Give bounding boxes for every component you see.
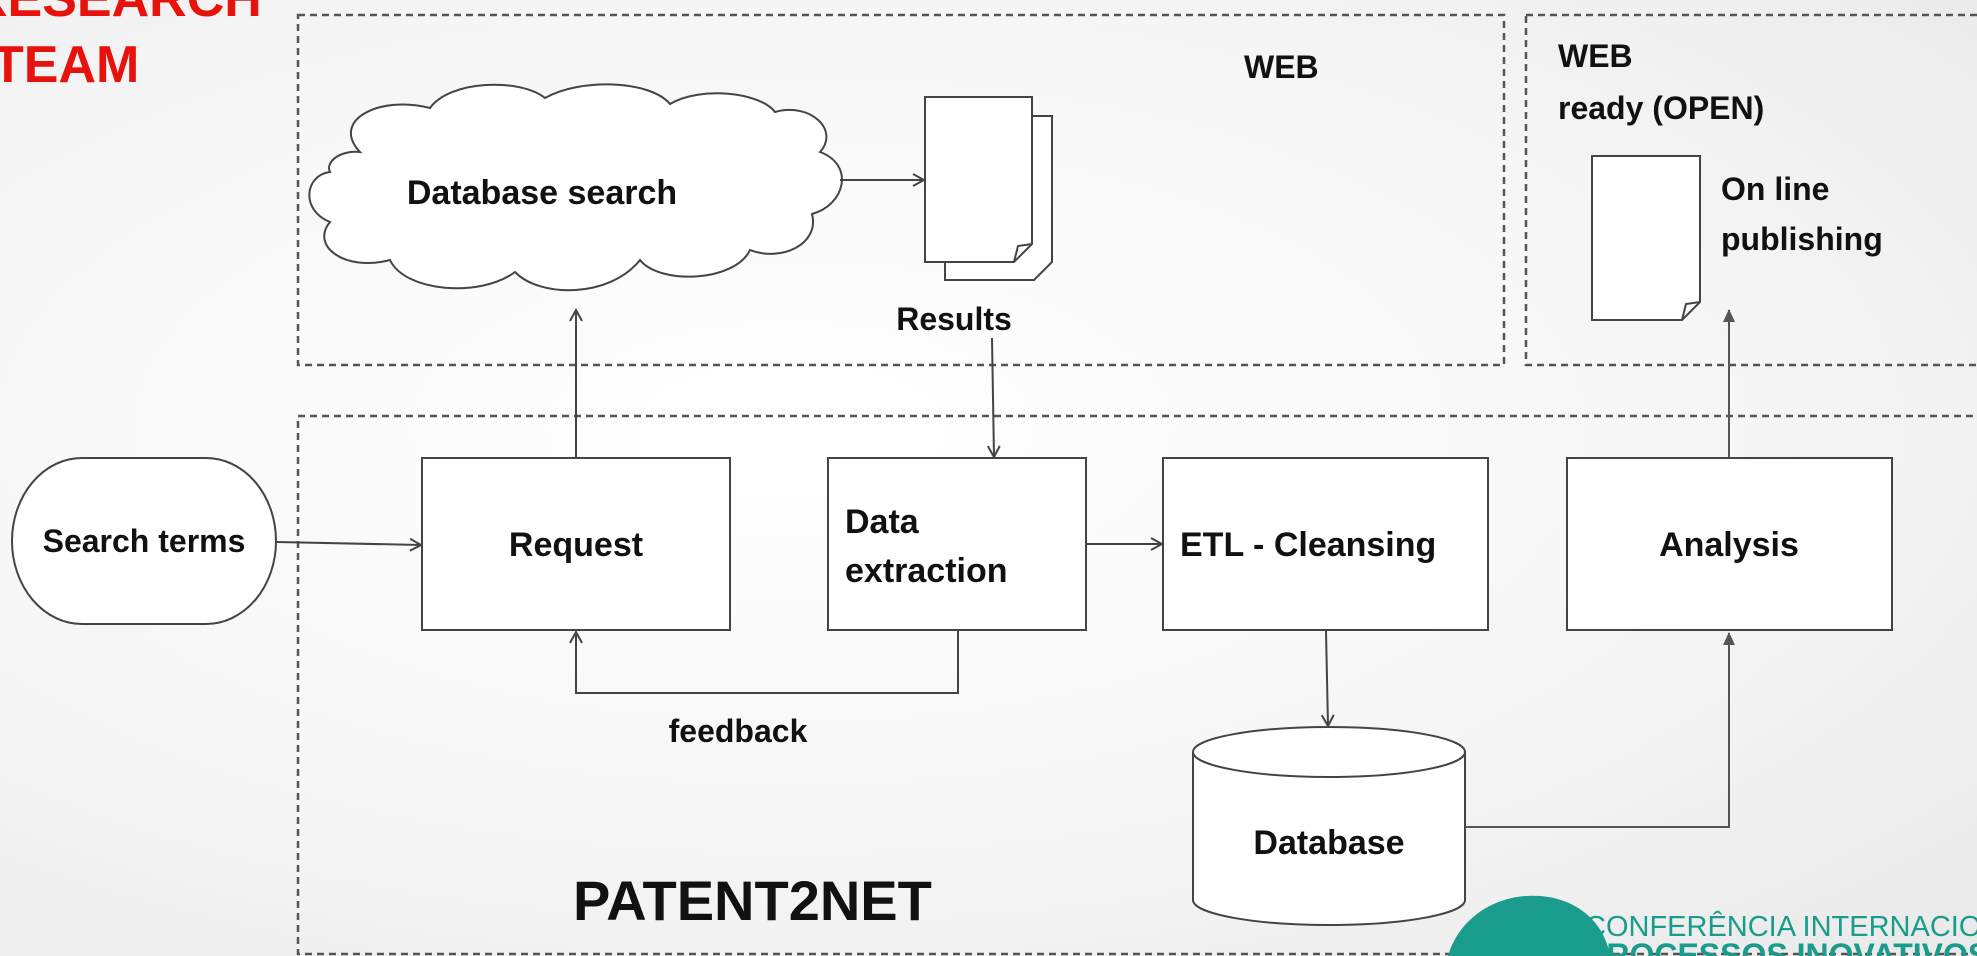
analysis-node bbox=[1566, 457, 1893, 631]
web-ready-zone-label-line1: WEB bbox=[1558, 38, 1633, 74]
conference-logo-line1: CONFERÊNCIA INTERNACIONAL bbox=[1585, 910, 1977, 943]
request-label: Request bbox=[509, 526, 643, 564]
web-zone bbox=[296, 13, 1506, 367]
arrow-database-to-analysis bbox=[1466, 632, 1735, 828]
database-search-label: Database search bbox=[407, 174, 677, 212]
project-name: PATENT2NET bbox=[573, 869, 932, 932]
research-team-title-line2: TEAM bbox=[0, 36, 139, 94]
research-team-title-line1: RESEARCH bbox=[0, 0, 262, 28]
results-document-fold bbox=[1013, 243, 1033, 263]
data-extraction-label-line2: extraction bbox=[845, 552, 1008, 590]
online-publishing-document bbox=[1591, 155, 1701, 321]
etl-cleansing-label: ETL - Cleansing bbox=[1180, 526, 1436, 564]
online-publishing-fold bbox=[1681, 301, 1701, 321]
conference-logo-line2: PROCESSOS INOVATIVOS bbox=[1585, 937, 1977, 956]
online-publishing-label-line2: publishing bbox=[1721, 221, 1883, 257]
etl-cleansing-node bbox=[1162, 457, 1489, 631]
online-publishing-label-line1: On line bbox=[1721, 171, 1829, 207]
database-cylinder-body bbox=[1192, 752, 1466, 926]
web-ready-zone-label-line2: ready (OPEN) bbox=[1558, 90, 1764, 126]
arrow-search-terms-to-request bbox=[276, 542, 421, 545]
conference-logo-mark bbox=[1448, 895, 1610, 956]
data-extraction-node bbox=[827, 457, 1087, 631]
search-terms-label: Search terms bbox=[43, 523, 246, 559]
database-search-cloud bbox=[308, 83, 843, 292]
web-ready-zone bbox=[1524, 13, 1977, 367]
arrow-feedback-loop bbox=[576, 631, 959, 694]
feedback-label: feedback bbox=[669, 713, 808, 749]
web-zone-label: WEB bbox=[1244, 49, 1319, 85]
search-terms-node bbox=[11, 457, 277, 625]
analysis-label: Analysis bbox=[1659, 526, 1799, 564]
data-extraction-label-line1: Data bbox=[845, 503, 920, 541]
patent2net-zone bbox=[296, 414, 1977, 956]
results-label: Results bbox=[896, 301, 1012, 337]
arrow-etl-to-database bbox=[1326, 630, 1328, 726]
arrow-results-to-extraction bbox=[992, 337, 994, 457]
database-label: Database bbox=[1253, 824, 1404, 862]
results-document-front bbox=[924, 96, 1033, 263]
database-cylinder-top bbox=[1192, 726, 1466, 778]
